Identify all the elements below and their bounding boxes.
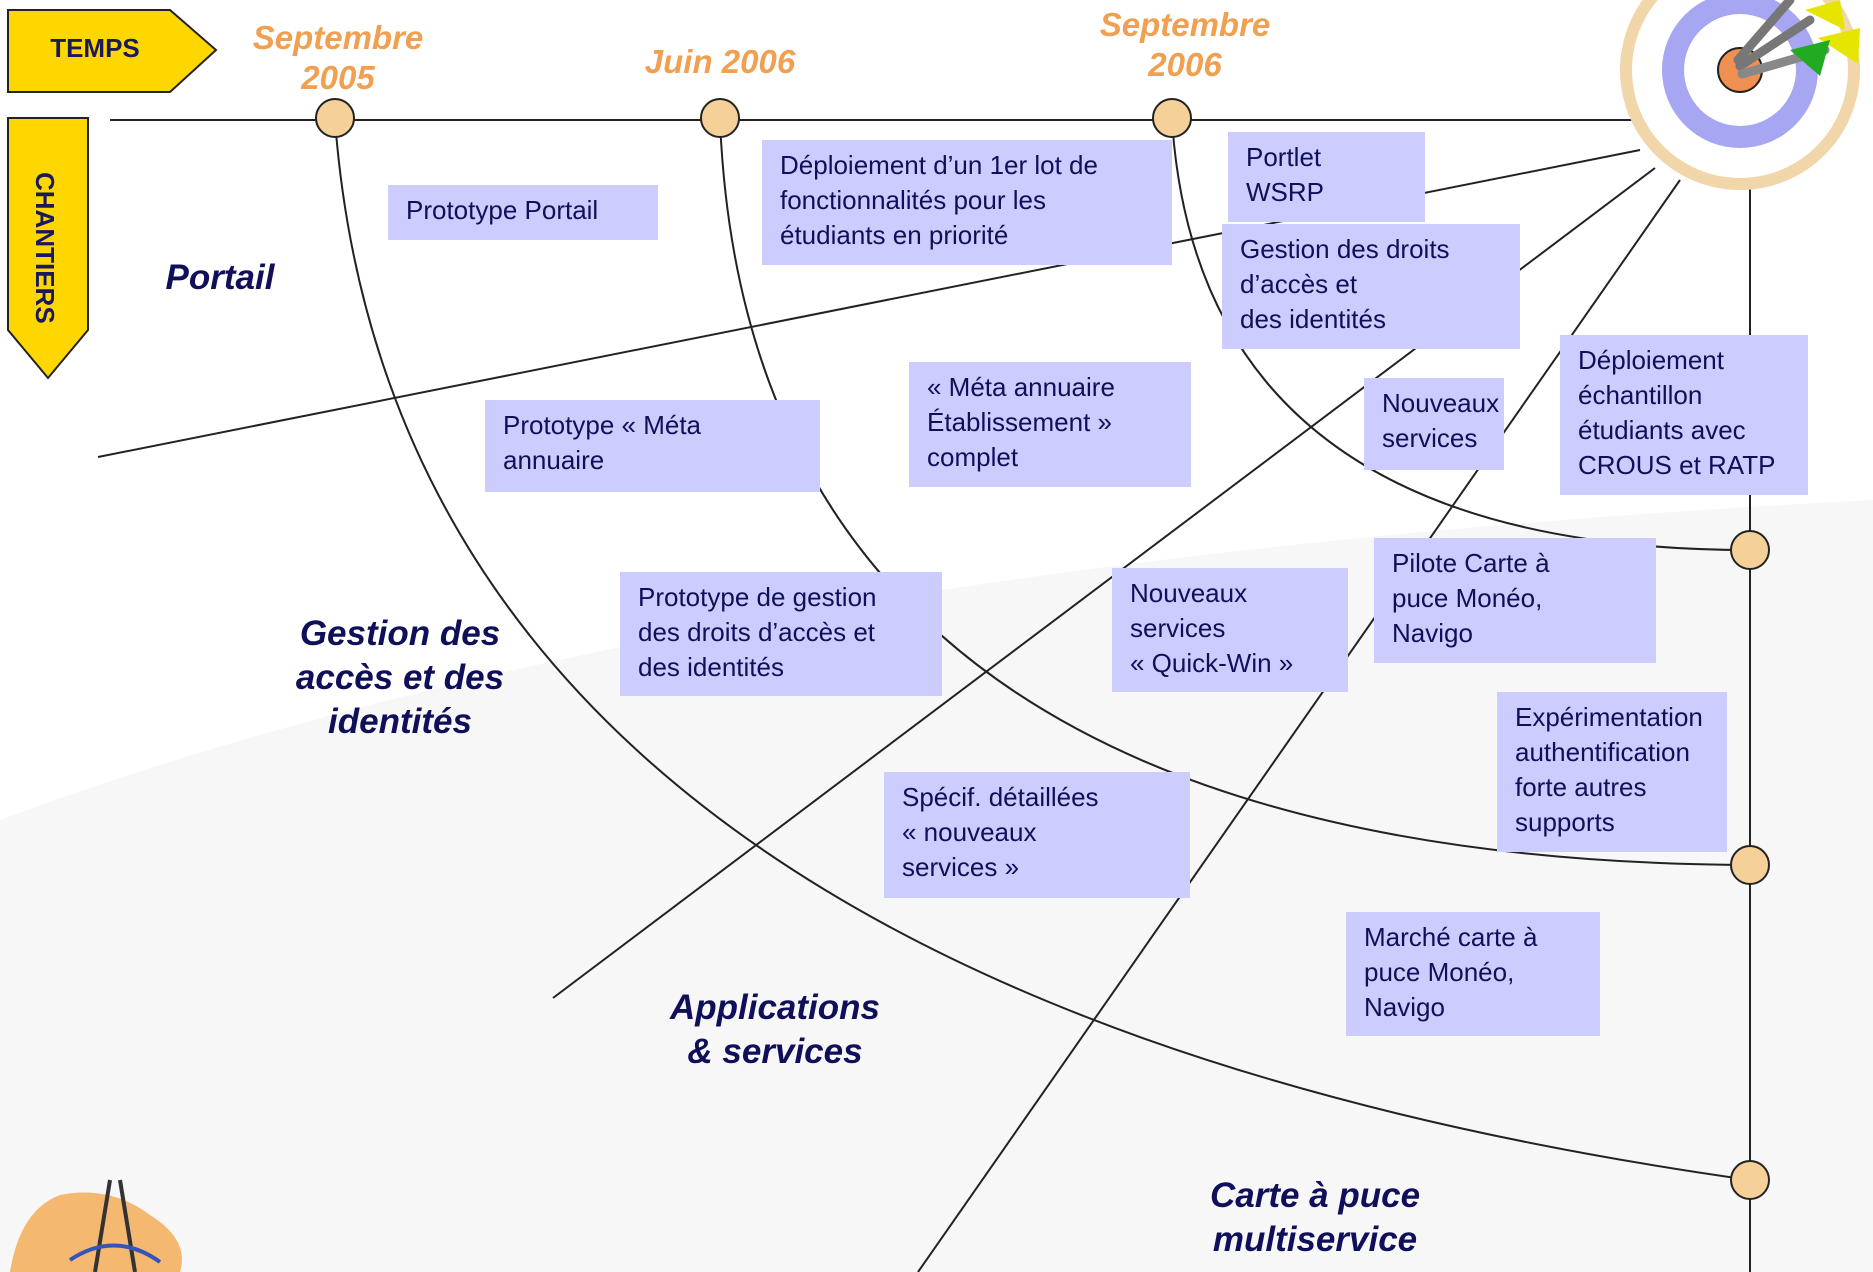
box-quick-win: Nouveaux services « Quick-Win »	[1112, 568, 1348, 692]
box-deploiement-lot: Déploiement d’un 1er lot de fonctionnali…	[762, 140, 1172, 265]
box-deploiement-echantillon: Déploiement échantillon étudiants avec C…	[1560, 335, 1808, 495]
date-jun2006: Juin 2006	[644, 43, 796, 80]
box-experimentation: Expérimentation authentification forte a…	[1497, 692, 1727, 852]
box-prototype-gestion: Prototype de gestion des droits d’accès …	[620, 572, 942, 696]
track-portail: Portail	[165, 258, 275, 297]
track-carte: Carte à puce multiservice	[1209, 1176, 1421, 1259]
box-gestion-droits: Gestion des droits d’accès et des identi…	[1222, 224, 1520, 349]
box-nouveaux-services: Nouveaux services	[1364, 378, 1504, 470]
arc-sep2005	[334, 119, 1751, 1181]
temps-arrow	[7, 9, 218, 93]
temps-label: TEMPS	[50, 33, 140, 63]
track-applications: Applications & services	[669, 988, 881, 1071]
date-sep2005: Septembre 2005	[252, 19, 424, 96]
box-portlet-wsrp: Portlet WSRP	[1228, 132, 1425, 222]
ray-applications	[917, 179, 1681, 1272]
milestone-right-2	[1730, 845, 1770, 885]
box-specif: Spécif. détaillées « nouveaux services »	[884, 772, 1190, 898]
milestone-right-1	[1730, 530, 1770, 570]
box-prototype-meta: Prototype « Méta annuaire	[485, 400, 820, 492]
box-prototype-portail: Prototype Portail	[388, 185, 658, 240]
arc-jun2006	[719, 119, 1751, 866]
box-meta-complet: « Méta annuaire Établissement » complet	[909, 362, 1191, 487]
milestone-jun2006	[700, 98, 740, 138]
box-pilote-carte: Pilote Carte à puce Monéo, Navigo	[1374, 538, 1656, 663]
chantiers-label: CHANTIERS	[30, 172, 60, 324]
milestone-right-3	[1730, 1160, 1770, 1200]
milestone-sep2006	[1152, 98, 1192, 138]
date-sep2006: Septembre 2006	[1099, 6, 1271, 83]
logo	[10, 1179, 182, 1272]
box-marche-carte: Marché carte à puce Monéo, Navigo	[1346, 912, 1600, 1036]
milestone-sep2005	[315, 98, 355, 138]
chantiers-arrow	[7, 117, 89, 380]
track-gestion: Gestion des accès et des identités	[295, 614, 505, 741]
target-icon	[1620, 0, 1860, 190]
